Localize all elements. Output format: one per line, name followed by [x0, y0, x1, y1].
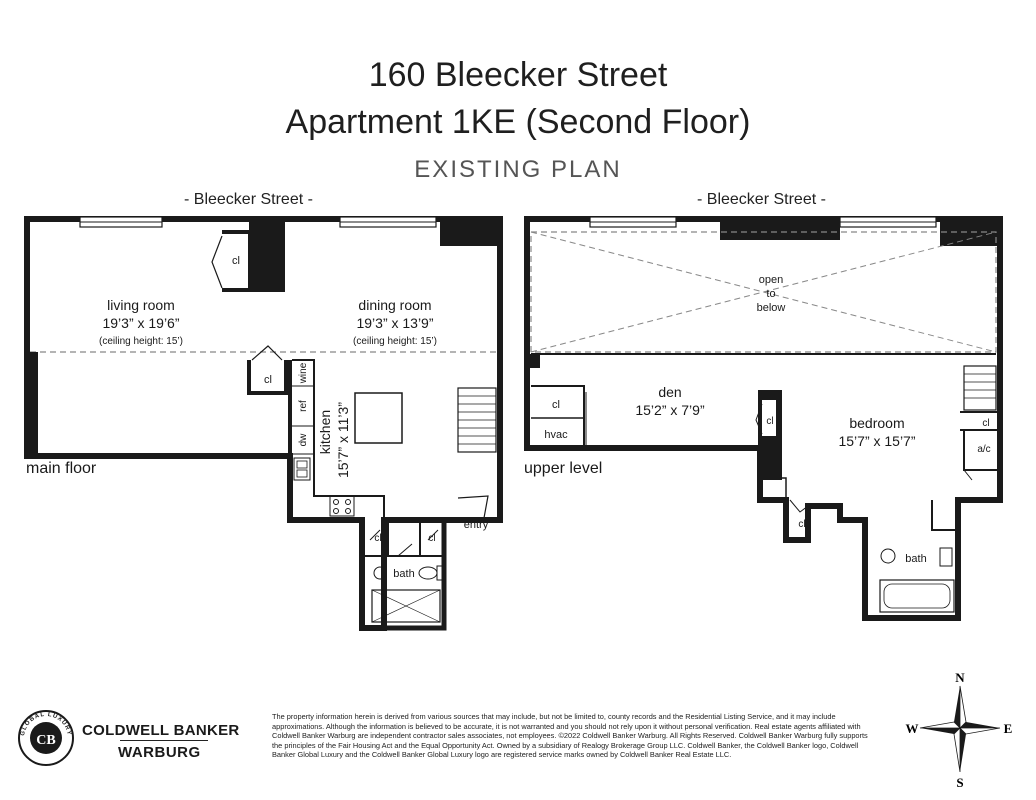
dining-room-dims: 19’3” x 13’9” — [356, 315, 433, 331]
open-label-1: open — [759, 274, 783, 286]
bedroom-name: bedroom — [849, 415, 904, 431]
ref-label: ref — [298, 400, 309, 412]
closet-label-den: cl — [552, 399, 560, 411]
bedroom-dims: 15’7” x 15’7” — [838, 433, 915, 449]
brand-name: COLDWELL BANKER — [82, 722, 240, 739]
legal-disclaimer: The property information herein is deriv… — [272, 712, 868, 760]
compass-s: S — [956, 775, 963, 790]
closet-label-top: cl — [232, 255, 240, 267]
living-room-ceiling: (ceiling height: 15’) — [99, 336, 183, 347]
closet-label-center: cl — [766, 416, 773, 427]
closet-label-bath-right: cl — [428, 533, 435, 544]
dining-room-ceiling: (ceiling height: 15’) — [353, 336, 437, 347]
kitchen-name: kitchen — [317, 410, 333, 454]
entry-label: entry — [464, 519, 489, 531]
closet-label-lower: cl — [798, 519, 805, 530]
upper-bath-label: bath — [905, 553, 926, 565]
upper-level-plan — [524, 216, 1003, 621]
main-floor-label: main floor — [26, 460, 97, 477]
kitchen-dims: 15’7” x 11’3” — [335, 402, 351, 478]
compass-n: N — [955, 670, 965, 685]
compass-w: W — [906, 721, 919, 736]
main-bath-label: bath — [393, 568, 414, 580]
upper-level-street-label: - Bleecker Street - — [697, 191, 826, 208]
brand-office: WARBURG — [118, 744, 201, 761]
main-floor-plan — [24, 216, 503, 631]
living-room-dims: 19’3” x 19’6” — [102, 315, 179, 331]
title-apartment: Apartment 1KE (Second Floor) — [285, 103, 751, 141]
main-floor-street-label: - Bleecker Street - — [184, 191, 313, 208]
dining-room-name: dining room — [358, 297, 431, 313]
compass-e: E — [1004, 721, 1013, 736]
open-label-2: to — [766, 288, 775, 300]
den-dims: 15’2” x 7’9” — [635, 402, 705, 418]
brand-divider — [120, 740, 208, 741]
den-name: den — [658, 384, 681, 400]
closet-label-right: cl — [982, 418, 989, 429]
hvac-label: hvac — [544, 429, 568, 441]
closet-label-bath-left: cl — [374, 533, 381, 544]
global-luxury-seal-logo: CB GLOBAL LUXURY — [18, 710, 74, 766]
living-room-name: living room — [107, 297, 175, 313]
title-address: 160 Bleecker Street — [368, 56, 668, 94]
upper-level-label: upper level — [524, 460, 602, 477]
closet-label-kitchen: cl — [264, 374, 272, 386]
open-label-3: below — [757, 302, 786, 314]
seal-mark: CB — [36, 733, 55, 748]
plan-subtitle: EXISTING PLAN — [414, 156, 622, 183]
compass-rose-icon — [919, 685, 1001, 773]
wine-label: wine — [298, 362, 309, 384]
ac-label: a/c — [977, 444, 990, 455]
dw-label: dw — [298, 433, 309, 447]
